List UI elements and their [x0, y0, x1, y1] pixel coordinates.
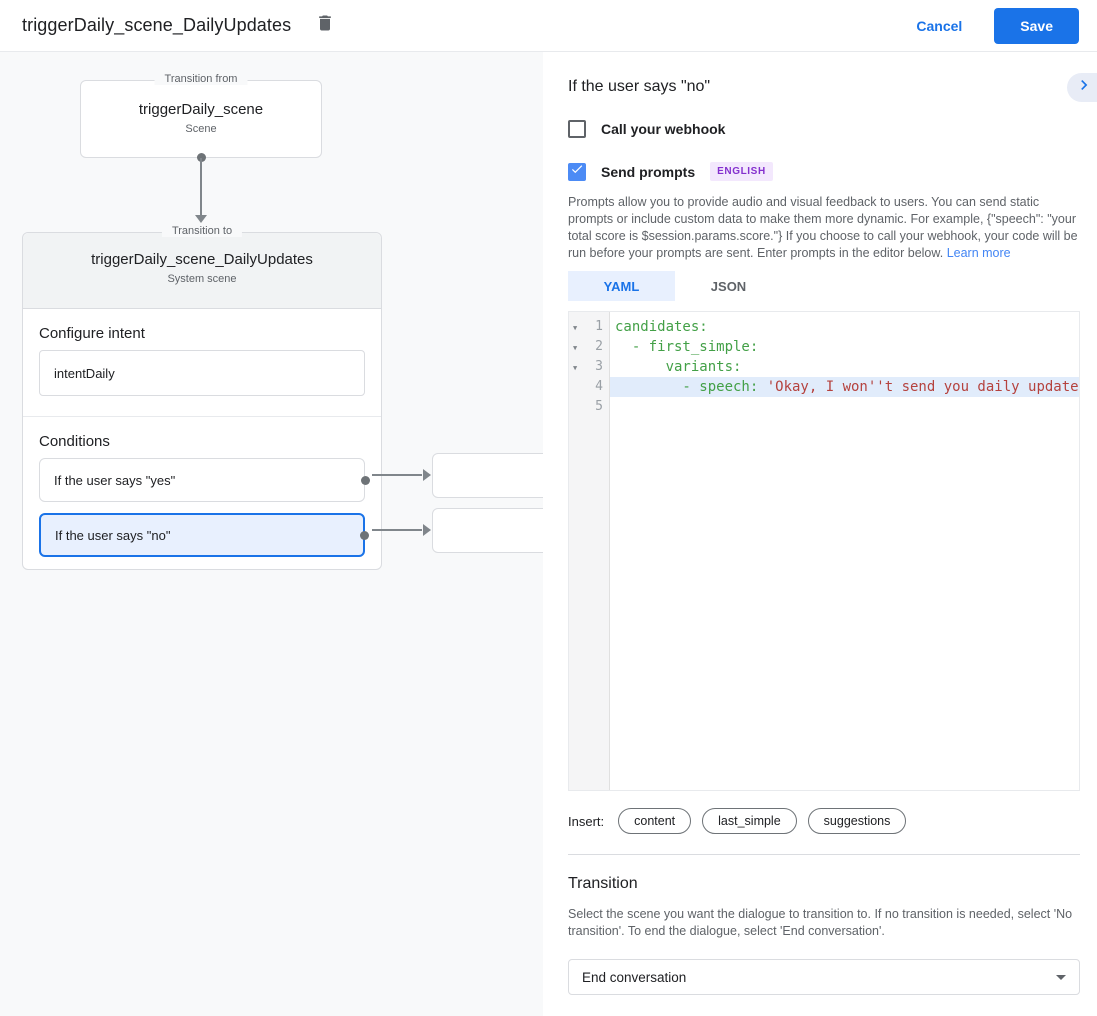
transition-to-legend: Transition to	[161, 225, 243, 237]
scene-diagram-canvas: Transition from triggerDaily_scene Scene…	[0, 52, 543, 1016]
fold-arrow-icon[interactable]: ▼	[573, 364, 578, 372]
prompt-code-editor[interactable]: ▼1 ▼2 ▼3 4 5 candidates: - first_simple:…	[568, 311, 1080, 791]
card-divider	[23, 416, 381, 417]
yaml-key: - first_simple:	[615, 339, 759, 355]
condition-item-no[interactable]: If the user says "no"	[39, 513, 369, 557]
trash-icon	[315, 13, 335, 38]
conditions-label: Conditions	[39, 433, 110, 450]
transition-target-box[interactable]	[432, 508, 543, 553]
code-line-selected: - speech: 'Okay, I won''t send you daily…	[610, 377, 1079, 397]
from-scene-name: triggerDaily_scene	[138, 101, 264, 118]
line-number: 3	[595, 359, 603, 374]
connector-port	[361, 476, 370, 485]
gutter-row: 4	[569, 377, 609, 397]
line-number: 4	[595, 379, 603, 394]
connector-line	[372, 529, 422, 531]
transition-description: Select the scene you want the dialogue t…	[568, 907, 1073, 938]
webhook-checkbox[interactable]	[568, 120, 586, 138]
editor-code-area[interactable]: candidates: - first_simple: variants: - …	[610, 312, 1079, 790]
collapse-panel-button[interactable]	[1067, 73, 1097, 102]
yaml-string: 'Okay, I won''t send you daily updates.'	[766, 379, 1079, 395]
yaml-key: variants:	[615, 359, 742, 375]
arrow-right-icon	[423, 524, 431, 536]
editor-gutter: ▼1 ▼2 ▼3 4 5	[569, 312, 610, 790]
webhook-row: Call your webhook	[568, 120, 1080, 138]
transition-from-node[interactable]: Transition from triggerDaily_scene Scene	[80, 73, 322, 158]
line-number: 2	[595, 339, 603, 354]
send-prompts-label: Send prompts	[601, 163, 696, 180]
insert-last-simple-button[interactable]: last_simple	[702, 808, 797, 834]
intent-name: intentDaily	[54, 365, 115, 381]
transition-section: Transition Select the scene you want the…	[568, 855, 1080, 995]
cancel-button[interactable]: Cancel	[916, 17, 963, 34]
code-line: variants:	[610, 357, 1079, 377]
send-prompts-checkbox[interactable]	[568, 162, 586, 181]
transition-select-value: End conversation	[582, 969, 687, 985]
from-scene-type: Scene	[185, 123, 217, 135]
yaml-key: candidates:	[615, 319, 708, 335]
gutter-row: ▼3	[569, 357, 609, 377]
scene-card-body: Configure intent intentDaily Conditions …	[23, 309, 381, 573]
dropdown-arrow-icon	[1056, 975, 1066, 980]
condition-label: If the user says "no"	[55, 527, 171, 543]
transition-heading: Transition	[568, 875, 638, 892]
gutter-row: ▼1	[569, 317, 609, 337]
transition-select[interactable]: End conversation	[568, 959, 1080, 995]
arrow-right-icon	[423, 469, 431, 481]
prompts-description: Prompts allow you to provide audio and v…	[568, 194, 1080, 262]
line-number: 5	[595, 399, 603, 414]
save-button[interactable]: Save	[994, 7, 1079, 44]
insert-suggestions-button[interactable]: suggestions	[807, 808, 907, 834]
transition-target-box[interactable]	[432, 453, 543, 498]
prompts-section: If the user says "no" Call your webhook …	[568, 78, 1080, 855]
prompts-description-text: Prompts allow you to provide audio and v…	[568, 195, 1078, 260]
transition-to-card: Transition to triggerDaily_scene_DailyUp…	[22, 225, 382, 573]
fold-arrow-icon[interactable]: ▼	[573, 324, 578, 332]
gutter-row: 5	[569, 397, 609, 417]
webhook-label: Call your webhook	[601, 121, 726, 137]
code-line	[610, 397, 1079, 417]
language-badge: ENGLISH	[710, 162, 773, 181]
tab-yaml[interactable]: YAML	[568, 271, 675, 301]
top-bar: triggerDaily_scene_DailyUpdates Cancel S…	[0, 0, 1097, 52]
send-prompts-row: Send prompts ENGLISH	[568, 162, 1080, 181]
insert-row: Insert: content last_simple suggestions	[568, 808, 1080, 834]
configure-intent-label: Configure intent	[39, 325, 145, 342]
editor-format-tabs: YAML JSON	[568, 271, 1080, 301]
line-number: 1	[595, 319, 603, 334]
connector-line	[200, 158, 202, 216]
yaml-key: - speech:	[615, 379, 767, 395]
connector-dot	[197, 153, 206, 162]
chevron-right-icon	[1074, 75, 1094, 100]
scene-type: System scene	[167, 273, 237, 285]
tab-json[interactable]: JSON	[710, 278, 747, 294]
code-line: - first_simple:	[610, 337, 1079, 357]
gutter-row: ▼2	[569, 337, 609, 357]
condition-item-yes[interactable]: If the user says "yes"	[39, 458, 370, 502]
connector-port	[360, 531, 369, 540]
arrow-down-icon	[195, 215, 207, 223]
insert-label: Insert:	[568, 813, 605, 829]
checkmark-icon	[570, 162, 584, 181]
scene-name: triggerDaily_scene_DailyUpdates	[91, 251, 313, 268]
transition-from-legend: Transition from	[154, 73, 248, 85]
code-line: candidates:	[610, 317, 1079, 337]
scene-card-header: triggerDaily_scene_DailyUpdates System s…	[23, 233, 381, 309]
condition-title: If the user says "no"	[568, 78, 711, 95]
condition-label: If the user says "yes"	[54, 472, 176, 488]
delete-button[interactable]	[313, 14, 337, 38]
insert-content-button[interactable]: content	[618, 808, 692, 834]
fold-arrow-icon[interactable]: ▼	[573, 344, 578, 352]
condition-detail-panel: If the user says "no" Call your webhook …	[543, 52, 1097, 1016]
intent-item[interactable]: intentDaily	[39, 350, 365, 396]
learn-more-link[interactable]: Learn more	[946, 246, 1011, 260]
connector-line	[372, 474, 422, 476]
page-title: triggerDaily_scene_DailyUpdates	[22, 15, 292, 35]
